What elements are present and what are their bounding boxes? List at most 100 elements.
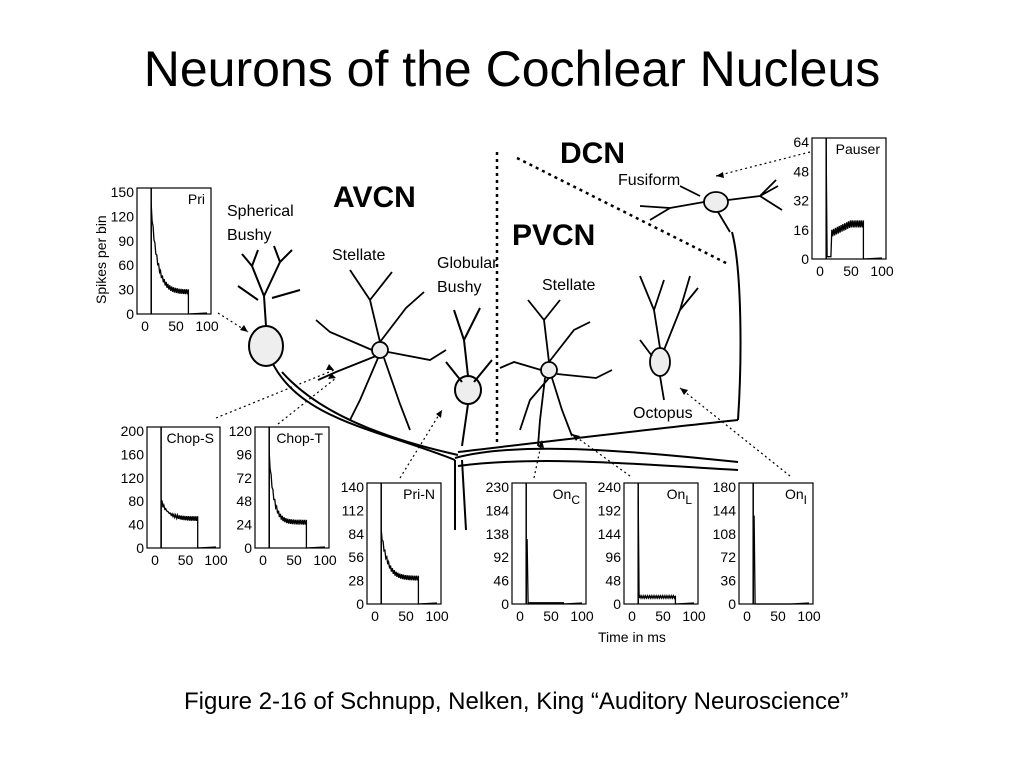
x-tick-label: 50 — [286, 552, 302, 568]
x-axis-label: Time in ms — [598, 629, 666, 645]
y-axis-label: Spikes per bin — [93, 215, 109, 304]
y-tick-label: 0 — [728, 596, 736, 612]
y-tick-label: 120 — [111, 208, 135, 224]
x-tick-label: 0 — [816, 263, 824, 279]
psth-title: Chop-S — [167, 430, 214, 446]
y-tick-label: 120 — [121, 470, 145, 486]
y-tick-label: 230 — [486, 479, 510, 495]
x-tick-label: 50 — [843, 263, 859, 279]
x-tick-label: 100 — [195, 318, 219, 334]
psth-trace — [150, 204, 208, 315]
x-tick-label: 50 — [655, 608, 671, 624]
y-tick-label: 80 — [128, 493, 144, 509]
label-stellate-avcn: Stellate — [332, 247, 385, 264]
x-tick-label: 100 — [870, 263, 894, 279]
y-tick-label: 160 — [121, 446, 145, 462]
y-tick-label: 60 — [118, 257, 134, 273]
y-tick-label: 96 — [236, 446, 252, 462]
x-tick-label: 0 — [371, 608, 379, 624]
y-tick-label: 40 — [128, 517, 144, 533]
y-tick-label: 150 — [111, 184, 135, 200]
y-tick-label: 0 — [613, 596, 621, 612]
x-tick-label: 100 — [570, 608, 594, 624]
pointer-arrows — [215, 151, 811, 479]
x-tick-label: 100 — [313, 552, 337, 568]
neuron-fusiform — [639, 179, 783, 233]
label-fusiform: Fusiform — [618, 172, 680, 189]
y-tick-label: 84 — [348, 526, 364, 542]
y-tick-label: 184 — [486, 502, 510, 518]
psth-trace — [268, 452, 326, 549]
psth-frame — [738, 482, 814, 605]
psth-trace — [752, 515, 810, 605]
y-tick-label: 48 — [236, 493, 252, 509]
psth-frame — [811, 137, 887, 260]
y-tick-label: 120 — [229, 423, 253, 439]
y-tick-label: 200 — [121, 423, 145, 439]
y-tick-label: 28 — [348, 573, 364, 589]
y-tick-label: 92 — [493, 549, 509, 565]
psth-frame — [623, 482, 699, 605]
region-dcn: DCN — [560, 137, 625, 170]
slide-title: Neurons of the Cochlear Nucleus — [143, 41, 881, 97]
x-tick-label: 50 — [398, 608, 414, 624]
x-tick-label: 50 — [178, 552, 194, 568]
psth-title: Pri — [188, 191, 205, 207]
neuron-octopus — [639, 275, 699, 401]
y-tick-label: 0 — [126, 306, 134, 322]
y-tick-label: 46 — [493, 573, 509, 589]
neuron-stellate-pvcn — [499, 299, 613, 447]
arrow-heads — [240, 172, 724, 448]
y-tick-label: 90 — [118, 233, 134, 249]
psth-title: OnL — [667, 486, 693, 507]
psth-trace — [637, 498, 695, 605]
y-tick-label: 16 — [793, 222, 809, 238]
psth-title: OnI — [785, 486, 807, 507]
y-tick-label: 0 — [801, 251, 809, 267]
x-tick-label: 50 — [543, 608, 559, 624]
psth-frame — [511, 482, 587, 605]
auditory-nerve — [271, 231, 742, 531]
y-tick-label: 144 — [598, 526, 622, 542]
psth-title: Pri-N — [403, 486, 435, 502]
y-tick-label: 24 — [236, 517, 252, 533]
x-tick-label: 100 — [682, 608, 706, 624]
x-tick-label: 100 — [797, 608, 821, 624]
region-pvcn: PVCN — [512, 219, 595, 252]
y-tick-label: 192 — [598, 502, 622, 518]
psth-trace — [160, 500, 217, 549]
y-tick-label: 112 — [342, 502, 365, 518]
psth-title: OnC — [553, 486, 581, 507]
label-bushy-1: Bushy — [227, 227, 271, 244]
label-globular: Globular — [437, 255, 498, 272]
neuron-spherical-bushy — [237, 245, 301, 367]
x-tick-label: 0 — [628, 608, 636, 624]
region-avcn: AVCN — [333, 181, 416, 214]
dcn-divider — [516, 156, 729, 266]
y-tick-label: 48 — [605, 573, 621, 589]
label-bushy-2: Bushy — [437, 279, 481, 296]
psth-frame — [366, 482, 442, 605]
figure-caption: Figure 2-16 of Schnupp, Nelken, King “Au… — [184, 688, 849, 715]
x-tick-label: 0 — [516, 608, 524, 624]
psth-title: Pauser — [836, 141, 881, 157]
psth-title: Chop-T — [276, 430, 323, 446]
psth-frame — [136, 187, 212, 315]
y-tick-label: 180 — [713, 479, 737, 495]
x-tick-label: 50 — [770, 608, 786, 624]
y-tick-label: 140 — [341, 479, 365, 495]
psth-frame — [254, 426, 330, 549]
x-tick-label: 100 — [204, 552, 228, 568]
psth-frame — [146, 426, 221, 549]
x-tick-label: 50 — [168, 318, 184, 334]
y-tick-label: 36 — [720, 573, 736, 589]
y-tick-label: 0 — [356, 596, 364, 612]
label-stellate-pvcn: Stellate — [542, 277, 595, 294]
